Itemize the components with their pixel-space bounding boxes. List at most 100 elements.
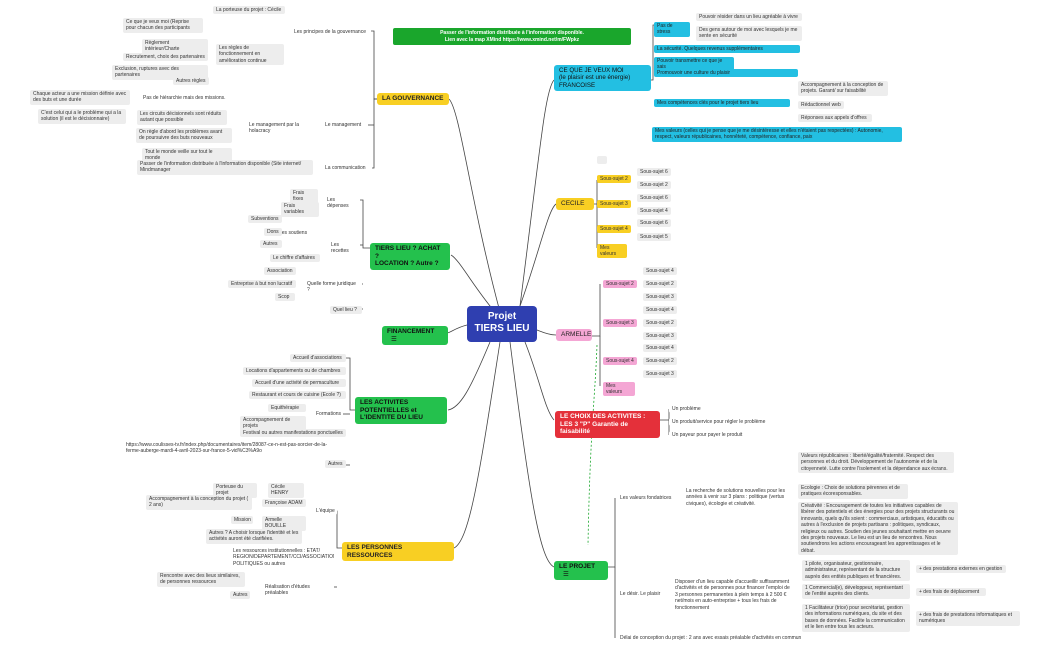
- item-promouvoir-culture[interactable]: Promouvoir une culture du plaisir: [654, 69, 798, 78]
- item-pilote[interactable]: 1 pilote, organisateur, gestionnaire, ad…: [802, 560, 910, 582]
- item-armelle-sub[interactable]: Sous-sujet 2: [643, 357, 677, 366]
- subtopic-communication[interactable]: La communication: [322, 164, 372, 173]
- item-frais-variables[interactable]: Frais variables: [281, 202, 319, 217]
- item-armelle-sub[interactable]: Sous-sujet 4: [643, 344, 677, 353]
- item-armelle-sub[interactable]: Sous-sujet 3: [643, 370, 677, 379]
- item-ecologie[interactable]: Ecologie : Choix de solutions pérennes e…: [798, 484, 908, 499]
- item-circuits-decisionnels[interactable]: Les circuits décisionnels sont réduits a…: [137, 110, 227, 125]
- item-accueil-associations[interactable]: Accueil d'associations: [290, 354, 346, 363]
- item-francoise-adam[interactable]: Françoise ADAM: [262, 499, 306, 508]
- item-un-probleme[interactable]: Un problème: [669, 405, 705, 414]
- item-passer-information[interactable]: Passer de l'information distribuée à l'i…: [137, 160, 313, 175]
- item-recrutement[interactable]: Recrutement, choix des partenaires: [123, 53, 208, 62]
- subtopic-principes[interactable]: Les principes de la gouvernance: [291, 28, 371, 37]
- topic-ce-que-je-veux[interactable]: CE QUE JE VEUX MOI(le plaisir est une én…: [554, 65, 651, 92]
- item-pouvoir-transmettre[interactable]: Pouvoir transmettre ce que je sais: [654, 57, 734, 72]
- item-prestations-externes[interactable]: + des prestations externes en gestion: [916, 565, 1006, 574]
- item-rencontre-lieux[interactable]: Rencontre avec des lieux similaires, de …: [157, 572, 245, 587]
- subtopic-recettes[interactable]: Les recettes: [328, 241, 360, 256]
- item-equitherapie[interactable]: Equithérapie: [268, 404, 306, 413]
- item-locations[interactable]: Locations d'appartements ou de chambres: [243, 367, 346, 376]
- subtopic-equipe[interactable]: L'équipe: [313, 507, 337, 516]
- item-facilitateur[interactable]: 1 Facilitateur (trice) pour secrétariat,…: [802, 604, 910, 632]
- item-porteuse[interactable]: La porteuse du projet : Cécile: [213, 6, 285, 15]
- item-recherche-solutions[interactable]: La recherche de solutions nouvelles pour…: [683, 487, 791, 509]
- item-reglement[interactable]: Règlement intérieur/Charte: [142, 39, 208, 54]
- item-chiffre-affaires[interactable]: Le chiffre d'affaires: [270, 254, 320, 263]
- item-dons[interactable]: Dons: [264, 228, 282, 237]
- item-restaurant[interactable]: Restaurant et cours de cuisine (Ecole ?): [249, 391, 346, 400]
- topic-gouvernance[interactable]: LA GOUVERNANCE: [377, 93, 449, 105]
- item-autres-etudes[interactable]: Autres: [230, 591, 250, 600]
- item-cecile-henry[interactable]: Cécile HENRY: [268, 483, 304, 498]
- item-armelle-sous-sujet-4[interactable]: Sous-sujet 4: [603, 357, 637, 365]
- subtopic-depenses[interactable]: Les dépenses: [324, 196, 360, 211]
- item-role-mission[interactable]: Mission: [231, 516, 253, 525]
- item-pas-de-stress[interactable]: Pas de stress: [654, 22, 690, 37]
- item-cecile-sub[interactable]: Sous-sujet 6: [637, 194, 671, 203]
- item-armelle-bouille[interactable]: Armelle BOUILLE: [262, 516, 306, 531]
- info-banner[interactable]: Passer de l'information distribuée à l'i…: [393, 28, 631, 45]
- item-cecile-sub[interactable]: Sous-sujet 6: [637, 168, 671, 177]
- item-armelle-sub[interactable]: Sous-sujet 4: [643, 306, 677, 315]
- item-des-gens-autour[interactable]: Des gens autour de moi avec lesquels je …: [696, 26, 802, 41]
- item-empty[interactable]: [597, 156, 607, 164]
- item-prestations-informatiques[interactable]: + des frais de prestations informatiques…: [916, 611, 1020, 626]
- item-quel-lieu[interactable]: Quel lieu ?: [330, 306, 362, 315]
- item-cecile-sous-sujet-4[interactable]: Sous-sujet 4: [597, 225, 631, 233]
- topic-le-projet[interactable]: LE PROJET☰: [554, 561, 608, 581]
- item-competences[interactable]: Mes compétences clés pour le projet tier…: [654, 99, 790, 108]
- item-armelle-sous-sujet-3[interactable]: Sous-sujet 3: [603, 319, 637, 327]
- item-ce-que-je-veux[interactable]: Ce que je veux moi (Reprise pour chacun …: [123, 18, 203, 33]
- item-creativite[interactable]: Créativité : Encouragement de toutes les…: [798, 502, 958, 556]
- item-cecile-sub[interactable]: Sous-sujet 5: [637, 233, 671, 242]
- item-role-porteuse[interactable]: Porteuse du projet: [213, 483, 257, 498]
- item-armelle-sub[interactable]: Sous-sujet 2: [643, 319, 677, 328]
- item-exclusion[interactable]: Exclusion, ruptures avec des partenaires: [112, 65, 208, 80]
- item-cecile-sub[interactable]: Sous-sujet 2: [637, 181, 671, 190]
- item-valeurs-republicaines[interactable]: Valeurs républicaines : liberté/égalité/…: [798, 452, 954, 474]
- item-armelle-sub[interactable]: Sous-sujet 2: [643, 280, 677, 289]
- item-redactionnel-web[interactable]: Rédactionnel web: [798, 101, 844, 110]
- subtopic-formations[interactable]: Formations: [313, 410, 343, 419]
- item-armelle-sub[interactable]: Sous-sujet 3: [643, 293, 677, 302]
- topic-armelle[interactable]: ARMELLE: [556, 329, 592, 341]
- item-un-payeur[interactable]: Un payeur pour payer le produit: [669, 431, 749, 440]
- item-un-produit[interactable]: Un produit/service pour régler le problè…: [669, 418, 775, 427]
- item-pas-de-hierarchie[interactable]: Pas de hiérarchie mais des missions.: [140, 94, 230, 103]
- subtopic-forme-juridique[interactable]: Quelle forme juridique ?: [304, 280, 362, 295]
- item-armelle-sous-sujet-2[interactable]: Sous-sujet 2: [603, 280, 637, 288]
- topic-choix-activites[interactable]: LE CHOIX DES ACTIVITES :LES 3 "P" Garant…: [555, 411, 660, 438]
- item-celui-qui-a-le-probleme[interactable]: C'est celui qui a le problème qui a la s…: [38, 109, 126, 124]
- item-holacracy[interactable]: Le management par la holacracy: [246, 121, 314, 136]
- item-autres-regles[interactable]: Autres règles: [173, 77, 209, 86]
- item-commercial[interactable]: 1 Commercial(e), développeur, représenta…: [802, 584, 910, 599]
- item-armelle-sub[interactable]: Sous-sujet 4: [643, 267, 677, 276]
- item-armelle-sub[interactable]: Sous-sujet 3: [643, 332, 677, 341]
- item-frais-fixes[interactable]: Frais fixes: [290, 189, 318, 204]
- item-autres-a-choisir[interactable]: Autres ? A choisir lorsque l'identité et…: [206, 529, 302, 544]
- item-scop[interactable]: Scop: [275, 293, 295, 302]
- topic-tiers-lieu-achat[interactable]: TIERS LIEU ? ACHAT ?LOCATION ? Autre ?: [370, 243, 450, 270]
- item-armelle-mes-valeurs[interactable]: Mes valeurs: [603, 382, 635, 396]
- item-mes-valeurs[interactable]: Mes valeurs (celles qui je pense que je …: [652, 127, 902, 142]
- item-accueil-permaculture[interactable]: Accueil d'une activité de permaculture: [252, 379, 346, 388]
- item-autres-activites[interactable]: Autres: [325, 460, 346, 469]
- item-delai-conception[interactable]: Délai de conception du projet : 2 ans av…: [617, 634, 811, 643]
- subtopic-realisation-etudes[interactable]: Réalisation d'études préalables: [262, 583, 334, 598]
- item-frais-deplacement[interactable]: + des frais de déplacement: [916, 588, 986, 597]
- item-role-accompagnement[interactable]: Accompagnement à la conception du projet…: [146, 495, 252, 510]
- item-regles-fonctionnement[interactable]: Les règles de fonctionnement en améliora…: [216, 44, 284, 66]
- item-accompagnement-conception[interactable]: Accompagnement à la conception de projet…: [798, 81, 888, 96]
- item-disposer-lieu[interactable]: Disposer d'un lieu capable d'accueillir …: [672, 578, 794, 613]
- item-on-regle[interactable]: On règle d'abord les problèmes avant de …: [136, 128, 232, 143]
- subtopic-valeurs-fondatrices[interactable]: Les valeurs fondatrices: [617, 494, 677, 503]
- item-pouvoir-resider[interactable]: Pouvoir résider dans un lieu agréable à …: [696, 13, 802, 22]
- item-autres-soutiens[interactable]: Autres: [260, 240, 282, 249]
- item-association[interactable]: Association: [264, 267, 296, 276]
- item-cecile-sub[interactable]: Sous-sujet 6: [637, 219, 671, 228]
- topic-cecile[interactable]: CECILE: [556, 198, 594, 210]
- item-subventions[interactable]: Subventions: [248, 215, 282, 224]
- item-soutiens[interactable]: Les soutiens: [276, 229, 316, 238]
